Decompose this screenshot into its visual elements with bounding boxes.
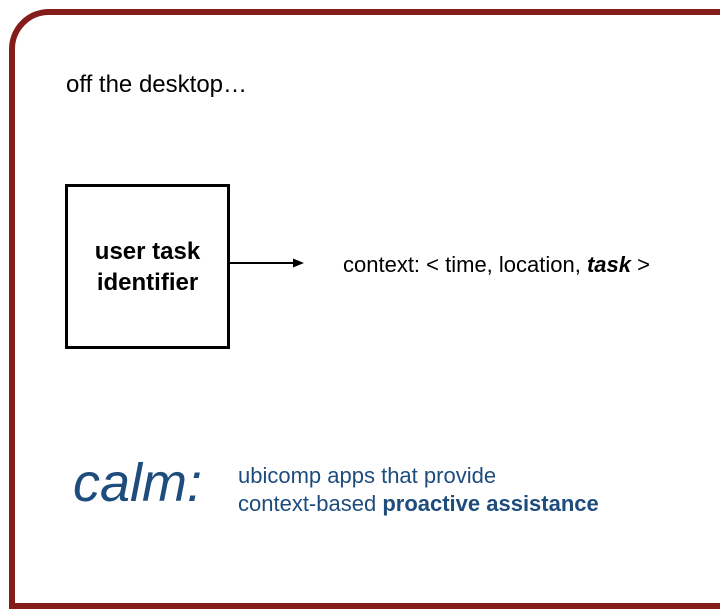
calm-keyword: calm: — [73, 453, 203, 513]
user-task-identifier-label: user task identifier — [94, 237, 201, 296]
user-task-identifier-box: user task identifier — [65, 184, 230, 349]
footer-description-line2: context-based proactive assistance — [238, 490, 599, 518]
context-text: context: < time, location, task > — [343, 254, 650, 276]
footer-description-line2-emphasis: proactive assistance — [382, 491, 599, 516]
right-arrow-icon — [230, 258, 304, 268]
context-text-prefix: context: < time, location, — [343, 252, 587, 277]
footer-description-line1: ubicomp apps that provide — [238, 463, 497, 488]
footer-description: ubicomp apps that provide context-based … — [238, 462, 599, 518]
context-text-emphasis: task — [586, 252, 632, 277]
footer-description-line2-prefix: context-based — [238, 491, 383, 516]
context-text-suffix: > — [631, 252, 650, 277]
slide-title: off the desktop… — [66, 71, 248, 98]
